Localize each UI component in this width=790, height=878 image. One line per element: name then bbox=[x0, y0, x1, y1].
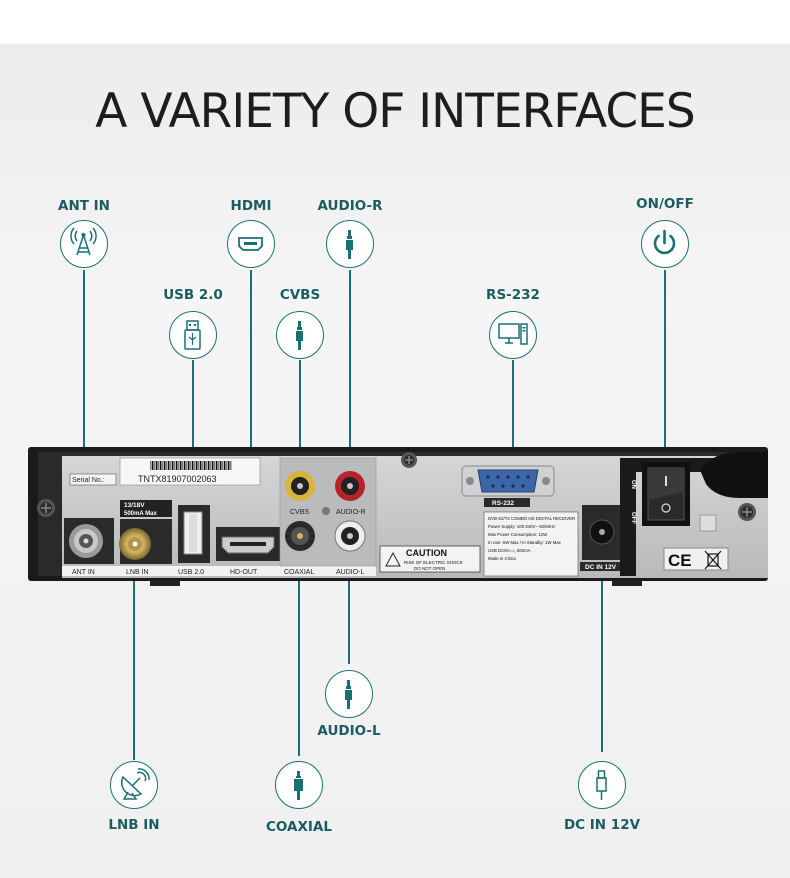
connector-line-ant bbox=[83, 270, 85, 526]
cvbs-rca-jack bbox=[285, 471, 315, 501]
coaxial-rca-jack bbox=[285, 521, 315, 551]
svg-text:DO NOT OPEN: DO NOT OPEN bbox=[414, 566, 445, 571]
connector-line-rs232 bbox=[512, 360, 514, 475]
lnb-spec-1: 13/18V bbox=[124, 502, 145, 509]
audio-jack-icon bbox=[346, 230, 353, 259]
connector-line-audio-r bbox=[349, 270, 351, 482]
switch-off-label: OFF bbox=[630, 512, 636, 524]
ant-in-port bbox=[64, 518, 114, 564]
svg-text:Max Power Consumption: 12W: Max Power Consumption: 12W bbox=[488, 532, 548, 537]
lnb-in-port bbox=[119, 519, 172, 564]
dc-in-icon-circle bbox=[578, 761, 626, 809]
serial-number: TNTX81907002063 bbox=[138, 474, 217, 484]
svg-text:CAUTION: CAUTION bbox=[406, 548, 447, 558]
label-on-off: ON/OFF bbox=[636, 196, 694, 212]
label-audio-r: AUDIO-R bbox=[317, 198, 383, 214]
antenna-icon-circle bbox=[60, 220, 108, 268]
power-icon bbox=[653, 229, 676, 255]
connector-line-onoff bbox=[664, 270, 666, 492]
audio-r-icon-circle bbox=[326, 220, 374, 268]
dc-in-port bbox=[582, 505, 622, 560]
lnb-icon-circle bbox=[110, 761, 158, 809]
port-label-audio-r: AUDIO-R bbox=[336, 509, 366, 516]
svg-text:USB DC5V==, 500mA: USB DC5V==, 500mA bbox=[488, 548, 531, 553]
coaxial-icon-circle bbox=[275, 761, 323, 809]
rs232-icon-circle bbox=[489, 311, 537, 359]
connector-line-audio-l bbox=[348, 540, 350, 664]
barcode bbox=[150, 461, 232, 470]
spec-label: DVB-S2/T2 COMBO HD DIGITAL RECEIVER Powe… bbox=[483, 511, 579, 577]
audio-jack-icon bbox=[296, 321, 303, 350]
connector-line-coaxial bbox=[298, 536, 300, 756]
computer-icon bbox=[498, 323, 528, 345]
label-usb: USB 2.0 bbox=[163, 287, 223, 303]
serial-label: Serial No.: bbox=[72, 477, 105, 484]
hdmi-icon-circle bbox=[227, 220, 275, 268]
usb-icon bbox=[184, 320, 201, 350]
hdmi-icon bbox=[238, 237, 263, 251]
screw-right bbox=[738, 503, 756, 521]
label-cvbs: CVBS bbox=[279, 287, 321, 303]
rs232-port bbox=[461, 465, 555, 497]
audio-l-rca-jack bbox=[334, 520, 366, 552]
port-label-hd: HD-OUT bbox=[230, 569, 258, 576]
port-label-dc: DC IN 12V bbox=[585, 564, 617, 571]
antenna-icon bbox=[70, 227, 97, 256]
caution-label: CAUTION RISK OF ELECTRIC SHOCK DO NOT OP… bbox=[379, 545, 481, 573]
lnb-spec-2: 500mA Max bbox=[124, 511, 157, 517]
dc-plug-icon bbox=[596, 770, 607, 800]
port-label-usb: USB 2.0 bbox=[178, 569, 204, 576]
power-switch bbox=[642, 462, 690, 526]
coaxial-jack-icon bbox=[294, 771, 303, 800]
connector-line-usb bbox=[192, 360, 194, 520]
screw-top bbox=[401, 452, 417, 468]
hdmi-port bbox=[216, 527, 280, 561]
label-rs232: RS-232 bbox=[486, 287, 540, 303]
label-audio-l: AUDIO-L bbox=[317, 723, 381, 739]
usb-port bbox=[178, 505, 210, 563]
label-ant-in: ANT IN bbox=[58, 198, 110, 214]
screw-left bbox=[37, 499, 55, 517]
label-coaxial: COAXIAL bbox=[266, 819, 332, 835]
cvbs-icon-circle bbox=[276, 311, 324, 359]
switch-on-label: ON bbox=[630, 480, 636, 489]
port-label-rs232: RS-232 bbox=[492, 500, 514, 507]
weee-bin-icon bbox=[704, 550, 722, 570]
ce-mark: CE bbox=[668, 551, 692, 570]
connector-line-lnb bbox=[133, 548, 135, 760]
svg-text:In Use: 6W Max / In Standby: 1: In Use: 6W Max / In Standby: 1W Max bbox=[488, 540, 562, 545]
audio-l-icon-circle bbox=[325, 670, 373, 718]
satellite-dish-icon bbox=[120, 768, 150, 800]
audio-jack-icon bbox=[345, 680, 352, 709]
port-label-coaxial: COAXIAL bbox=[284, 569, 314, 576]
connector-line-cvbs bbox=[299, 360, 301, 482]
label-hdmi: HDMI bbox=[230, 198, 272, 214]
svg-text:Made in China: Made in China bbox=[488, 556, 516, 561]
port-label-lnb: LNB IN bbox=[126, 569, 149, 576]
audio-r-rca-jack bbox=[335, 471, 365, 501]
connector-line-dc bbox=[601, 540, 603, 752]
label-lnb-in: LNB IN bbox=[108, 817, 160, 833]
svg-text:Power Supply: 100-240V~ 50/60H: Power Supply: 100-240V~ 50/60Hz bbox=[488, 524, 555, 529]
usb-icon-circle bbox=[169, 311, 217, 359]
power-icon-circle bbox=[641, 220, 689, 268]
svg-text:RISK OF ELECTRIC SHOCK: RISK OF ELECTRIC SHOCK bbox=[404, 560, 463, 565]
page-title: A VARIETY OF INTERFACES bbox=[95, 84, 695, 139]
port-label-ant: ANT IN bbox=[72, 569, 95, 576]
svg-text:DVB-S2/T2 COMBO HD DIGITAL REC: DVB-S2/T2 COMBO HD DIGITAL RECEIVER bbox=[488, 516, 575, 521]
connector-line-hdmi bbox=[250, 270, 252, 532]
port-label-audio-l: AUDIO-L bbox=[336, 569, 365, 576]
label-dc-in: DC IN 12V bbox=[563, 817, 641, 833]
port-label-cvbs: CVBS bbox=[290, 509, 309, 516]
